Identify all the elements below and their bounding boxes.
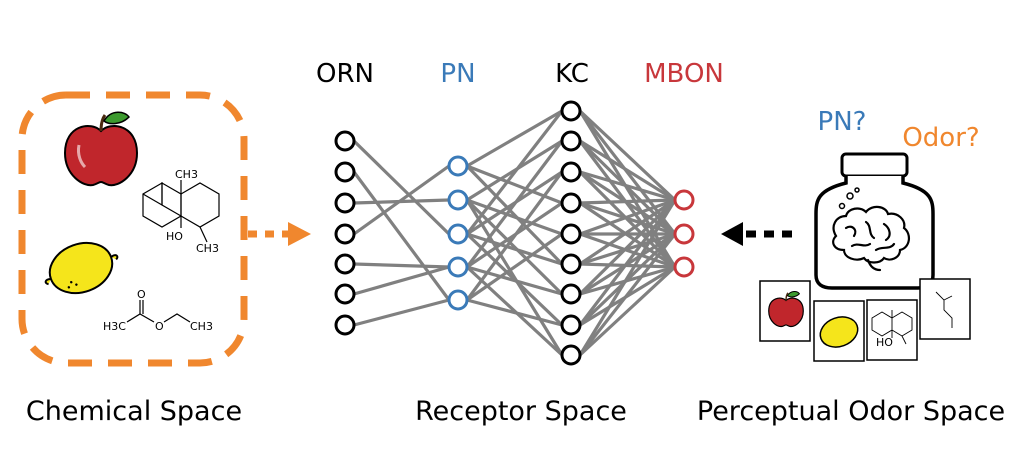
node-kc xyxy=(560,253,582,275)
apple-icon xyxy=(63,111,139,187)
caption-perceptual-odor-space: Perceptual Odor Space xyxy=(697,396,1005,427)
ester-oxygen-label: O xyxy=(155,320,164,333)
node-kc xyxy=(560,223,582,245)
edge-pn-kc xyxy=(465,109,564,236)
edge-kc-mbon xyxy=(578,170,677,202)
node-kc xyxy=(560,314,582,336)
edge-kc-mbon xyxy=(578,198,677,205)
ester-carbonyl-o: O xyxy=(137,288,146,301)
node-pn xyxy=(447,289,469,311)
pn-question: PN? xyxy=(818,107,867,137)
arrow-from-perceptual xyxy=(721,222,793,246)
card-hydroxyl: HO xyxy=(876,336,893,349)
node-kc xyxy=(560,344,582,366)
edge-kc-mbon xyxy=(578,198,677,296)
edge-kc-mbon xyxy=(578,198,677,327)
lemon-icon xyxy=(44,241,119,295)
node-mbon xyxy=(673,189,695,211)
caption-receptor-space: Receptor Space xyxy=(415,396,627,427)
edge-kc-mbon xyxy=(578,198,677,357)
layer-label-pn: PN xyxy=(440,59,475,89)
ester-left-label: H3C xyxy=(103,320,126,333)
decalin-methyl-bottom-label: CH3 xyxy=(196,242,219,255)
node-pn xyxy=(447,223,469,245)
layer-label-kc: KC xyxy=(555,59,589,89)
network-nodes xyxy=(334,100,695,366)
edge-pn-kc xyxy=(465,139,564,269)
node-mbon xyxy=(673,223,695,245)
node-orn xyxy=(334,314,356,336)
arrow-to-receptor xyxy=(248,222,311,246)
decalin-methyl-top-label: CH3 xyxy=(175,168,198,181)
node-orn xyxy=(334,283,356,305)
edge-orn-pn xyxy=(352,262,451,269)
odor-card-apple xyxy=(759,280,811,342)
node-kc xyxy=(560,283,582,305)
node-mbon xyxy=(673,256,695,278)
brain-jar-icon xyxy=(814,152,935,290)
ester-right-label: CH3 xyxy=(190,320,213,333)
node-kc xyxy=(560,130,582,152)
edge-kc-mbon xyxy=(578,139,677,202)
edge-kc-mbon xyxy=(578,198,677,236)
node-pn xyxy=(447,155,469,177)
edge-pn-kc xyxy=(465,198,564,236)
layer-label-mbon: MBON xyxy=(644,59,724,89)
edge-pn-kc xyxy=(465,109,564,168)
decalin-hydroxyl-label: HO xyxy=(166,230,183,243)
edge-pn-kc xyxy=(465,170,564,302)
node-kc xyxy=(560,100,582,122)
edge-kc-mbon xyxy=(578,232,677,357)
edge-orn-pn xyxy=(352,265,451,296)
edge-pn-kc xyxy=(465,232,564,302)
edge-kc-mbon xyxy=(578,109,677,202)
node-pn xyxy=(447,256,469,278)
node-orn xyxy=(334,192,356,214)
network-edges xyxy=(352,109,677,357)
node-orn xyxy=(334,130,356,152)
odor-card-lemon xyxy=(813,300,865,362)
node-orn xyxy=(334,161,356,183)
ethyl-acetate-molecule-icon xyxy=(126,300,191,323)
caption-chemical-space: Chemical Space xyxy=(26,396,242,427)
edge-kc-mbon xyxy=(578,198,677,266)
node-pn xyxy=(447,189,469,211)
node-orn xyxy=(334,253,356,275)
edge-pn-kc xyxy=(465,164,564,205)
edge-pn-kc xyxy=(465,164,564,266)
layer-label-orn: ORN xyxy=(316,59,374,89)
decalinol-molecule-icon xyxy=(142,180,220,243)
node-orn xyxy=(334,223,356,245)
edge-orn-pn xyxy=(352,170,451,302)
edge-pn-kc xyxy=(465,265,564,296)
edge-kc-mbon xyxy=(578,265,677,357)
chemical-space-panel: CH3 HO CH3 H3C O O CH3 xyxy=(18,91,248,367)
edge-pn-kc xyxy=(465,232,564,266)
edge-orn-pn xyxy=(352,164,451,236)
chemical-space-dashed-box xyxy=(18,91,248,367)
edge-pn-kc xyxy=(465,298,564,327)
odor-card-ethyl-acetate xyxy=(919,278,971,340)
brain-icon xyxy=(832,205,910,272)
odor-card-decalinol: HO xyxy=(866,299,918,361)
odor-question: Odor? xyxy=(902,123,979,153)
node-kc xyxy=(560,161,582,183)
node-kc xyxy=(560,192,582,214)
edge-orn-pn xyxy=(352,139,451,236)
edge-orn-pn xyxy=(352,298,451,327)
